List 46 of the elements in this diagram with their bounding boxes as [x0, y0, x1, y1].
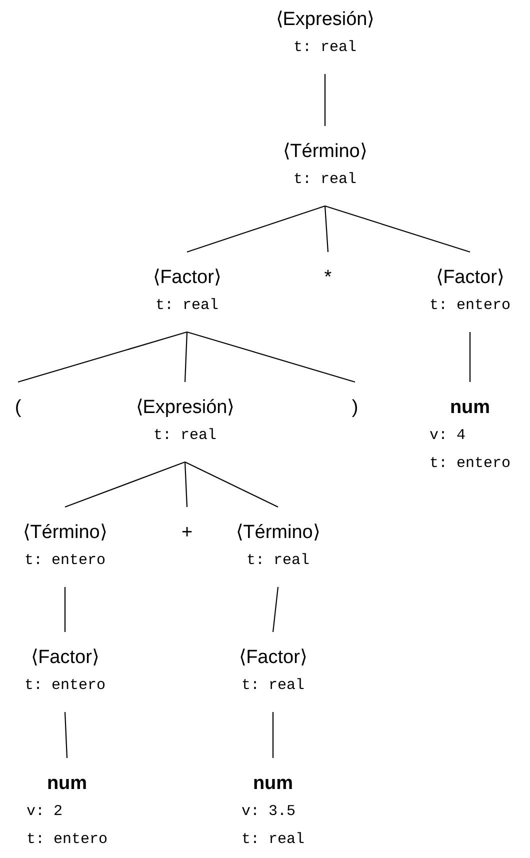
- attribute-label: t: entero: [26, 830, 108, 850]
- nonterminal-label: ⟨Factor⟩: [239, 646, 307, 670]
- attribute-label: t: entero: [430, 454, 510, 474]
- tree-branch: [64, 461, 186, 508]
- nonterminal-label: ⟨Expresión⟩: [136, 396, 234, 420]
- tree-branch: [64, 712, 68, 758]
- nonterminal-label: ⟨Expresión⟩: [276, 8, 374, 32]
- attribute-label: t: real: [292, 170, 358, 190]
- attribute-label: t: real: [242, 830, 304, 850]
- nonterminal-label: ⟨Término⟩: [23, 521, 107, 545]
- nonterminal-label: ⟨Factor⟩: [30, 646, 100, 670]
- tree-branch: [324, 206, 329, 252]
- attribute-label: t: entero: [430, 296, 510, 316]
- attribute-label: v: 4: [430, 426, 466, 446]
- attribute-label: v: 2: [26, 802, 64, 822]
- tree-branch: [186, 331, 356, 383]
- nonterminal-label: ⟨Término⟩: [236, 521, 320, 545]
- attribute-label: t: real: [240, 676, 306, 696]
- terminal-symbol: ): [352, 396, 358, 420]
- tree-branch: [272, 712, 274, 758]
- attribute-label: t: real: [154, 296, 220, 316]
- nonterminal-label: ⟨Término⟩: [283, 140, 367, 164]
- nonterminal-label: ⟨Factor⟩: [153, 266, 221, 290]
- attribute-label: t: real: [245, 551, 310, 571]
- attribute-label: t: real: [152, 426, 218, 446]
- tree-branch: [324, 74, 326, 126]
- tree-branch: [64, 587, 66, 632]
- nonterminal-label: ⟨Factor⟩: [435, 266, 505, 290]
- tree-branch: [186, 205, 326, 253]
- tree-branch: [469, 332, 471, 382]
- terminal-symbol: (: [14, 396, 22, 420]
- tree-branch: [184, 462, 278, 508]
- terminal-label: num: [46, 772, 88, 796]
- tree-branch: [184, 462, 188, 508]
- terminal-label: num: [448, 396, 492, 420]
- tree-branch: [18, 331, 188, 383]
- tree-branch: [272, 586, 279, 632]
- attribute-label: t: real: [292, 38, 358, 58]
- attribute-label: v: 3.5: [242, 802, 296, 822]
- terminal-symbol: +: [181, 521, 193, 545]
- tree-branch: [324, 205, 470, 253]
- attribute-label: t: entero: [23, 551, 106, 571]
- terminal-label: num: [252, 772, 294, 796]
- attribute-label: t: entero: [24, 676, 106, 696]
- terminal-symbol: *: [324, 266, 332, 290]
- tree-branch: [184, 332, 188, 382]
